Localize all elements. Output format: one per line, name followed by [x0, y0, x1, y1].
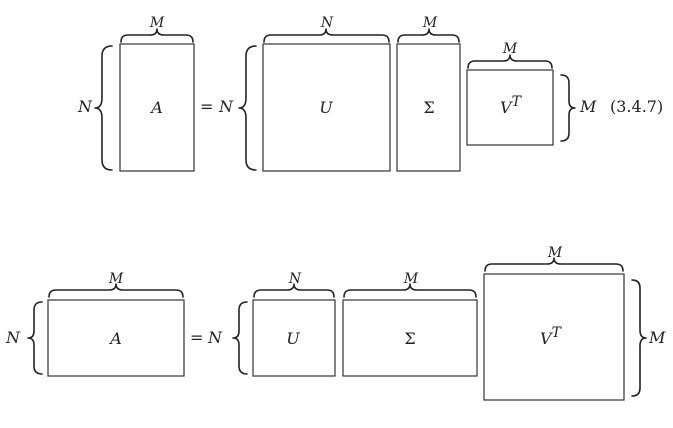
dim-top-u-label: N [288, 271, 302, 287]
dim-top-u-label: N [320, 15, 334, 31]
matrix-a-box [119, 43, 195, 172]
equals-sign: = [190, 328, 203, 347]
matrix-vt-label: VT [500, 94, 523, 117]
dim-top-sigma-label: M [403, 271, 419, 287]
matrix-u-box [262, 43, 391, 172]
matrix-a-label: A [108, 329, 122, 348]
brace-right-vt [560, 74, 576, 142]
brace-top-a [120, 28, 194, 43]
dim-left-u-label: N [207, 328, 223, 347]
dim-left-a-label: N [77, 97, 93, 116]
matrix-vt-label: VT [540, 325, 563, 348]
dim-top-vt-label: M [502, 41, 518, 57]
brace-top-a [48, 283, 184, 298]
brace-top-vt [467, 54, 553, 69]
brace-top-u [253, 283, 335, 298]
equation-number: (3.4.7) [610, 97, 663, 116]
matrix-u-label: U [286, 329, 300, 348]
matrix-u-box [252, 299, 336, 377]
svd-thin-equation: N A M = N U N Σ M VT M M [5, 245, 666, 401]
matrix-vt-base: V [500, 98, 513, 117]
dim-right-vt-label: M [648, 328, 666, 347]
matrix-a-label: A [149, 98, 163, 117]
matrix-vt-superscript: T [512, 94, 523, 110]
svd-full-equation: N A M = N U N Σ M VT M M (3.4.7) [77, 15, 663, 172]
matrix-u-label: U [319, 98, 333, 117]
dim-top-sigma-label: M [422, 15, 438, 31]
matrix-vt-superscript: T [552, 325, 563, 341]
dim-top-a-label: M [149, 15, 165, 31]
dim-left-a-label: N [5, 328, 21, 347]
matrix-sigma-label: Σ [423, 98, 434, 117]
brace-left-u [232, 301, 248, 375]
brace-left-a [27, 301, 43, 375]
equals-sign: = [200, 97, 213, 116]
matrix-sigma-box [396, 43, 461, 172]
brace-top-u [263, 28, 390, 43]
brace-top-sigma [397, 28, 460, 43]
brace-top-vt [484, 257, 624, 272]
brace-top-sigma [343, 283, 477, 298]
matrix-vt-base: V [540, 329, 553, 348]
matrix-vt-box [483, 273, 625, 401]
dim-top-vt-label: M [547, 245, 563, 261]
matrix-vt-box [466, 69, 554, 146]
matrix-sigma-label: Σ [404, 329, 415, 348]
dim-left-u-label: N [218, 97, 234, 116]
matrix-sigma-box [342, 299, 478, 377]
brace-left-u [238, 45, 257, 171]
brace-right-vt [631, 279, 647, 397]
dim-top-a-label: M [108, 271, 124, 287]
matrix-a-box [47, 299, 185, 377]
brace-left-a [94, 45, 113, 171]
dim-right-vt-label: M [579, 97, 597, 116]
